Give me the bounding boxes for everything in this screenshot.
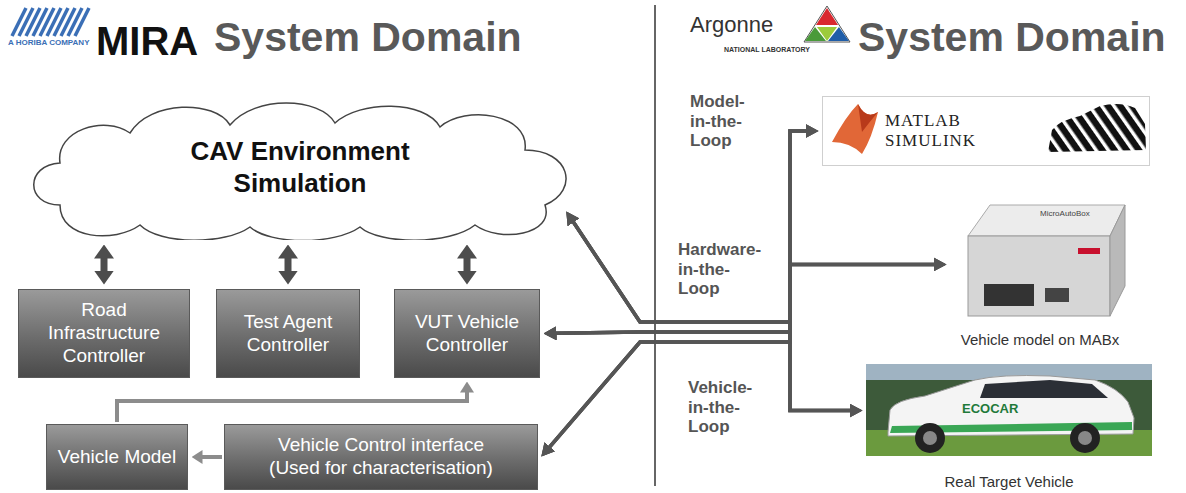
controller-box: Road Infrastructure Controller bbox=[18, 289, 190, 378]
node-text: Vehicle Control interface (Used for char… bbox=[256, 434, 506, 480]
car-windows bbox=[980, 380, 1108, 398]
simulink-box: MATLAB SIMULINK bbox=[822, 96, 1150, 166]
connector bbox=[556, 264, 934, 333]
car-hub bbox=[923, 431, 937, 445]
matlab-membrane bbox=[832, 104, 878, 154]
connector bbox=[550, 264, 935, 447]
connector bbox=[550, 131, 807, 447]
connector bbox=[550, 342, 851, 447]
domain-divider bbox=[654, 5, 656, 486]
node-text: Vehicle Model bbox=[58, 446, 176, 469]
node-text: Road Infrastructure Controller bbox=[25, 299, 183, 367]
connector bbox=[117, 392, 467, 422]
logo-text: A HORIBA COMPANY bbox=[8, 38, 89, 47]
logo-text: NATIONAL LABORATORY bbox=[724, 46, 810, 54]
mabx-side bbox=[1110, 205, 1125, 316]
node-text: VUT Vehicle Controller bbox=[401, 311, 533, 357]
connector bbox=[556, 131, 806, 333]
connector bbox=[202, 455, 222, 459]
photo-trees bbox=[866, 364, 1152, 456]
device-text: MicroAutoBox bbox=[1040, 209, 1090, 218]
connector bbox=[573, 222, 934, 322]
hardware-image: Vehicle model on MABx bbox=[950, 196, 1130, 348]
vehicle-photo: Real Target Vehicle bbox=[866, 364, 1152, 490]
model-box: Vehicle Model bbox=[46, 424, 188, 490]
loop-label: Vehicle-in-the-Loop bbox=[688, 378, 758, 437]
loop-label: Model-in-the-Loop bbox=[690, 92, 760, 151]
cloud-outline bbox=[34, 103, 566, 240]
car-hub bbox=[1078, 431, 1092, 445]
connector bbox=[285, 258, 292, 271]
mabx-connector bbox=[984, 284, 1034, 306]
matlab-membrane-shade bbox=[858, 104, 878, 132]
domain-heading: System Domain bbox=[858, 14, 1166, 61]
mabx-top bbox=[968, 205, 1125, 236]
vehicle-livery: ECOCAR bbox=[962, 402, 1018, 417]
car-wheel bbox=[1070, 423, 1100, 453]
controller-box: Test Agent Controller bbox=[216, 289, 360, 378]
mabx-connector bbox=[1045, 288, 1069, 302]
domain-heading: System Domain bbox=[214, 14, 522, 61]
hatched-car bbox=[1048, 104, 1146, 152]
node-text: Real Target Vehicle bbox=[945, 473, 1074, 490]
logo-text: MIRA bbox=[96, 18, 198, 64]
node-text: MATLAB SIMULINK bbox=[885, 111, 985, 150]
logo-text: Argonne bbox=[690, 12, 773, 37]
node-text: Test Agent Controller bbox=[223, 311, 353, 357]
connector bbox=[101, 258, 108, 271]
connector bbox=[573, 131, 806, 322]
node-text: CAV Environment Simulation bbox=[150, 136, 450, 198]
mabx-brand-mark bbox=[1078, 248, 1100, 254]
argonne-logo-frame bbox=[804, 6, 850, 42]
horiba-logo bbox=[12, 8, 89, 36]
argonne-logo-red bbox=[816, 8, 838, 25]
argonne-logo-center bbox=[817, 27, 837, 41]
cloud-node: CAV Environment Simulation bbox=[20, 95, 580, 240]
node-text: Vehicle model on MABx bbox=[961, 331, 1119, 348]
car-wheel bbox=[915, 423, 945, 453]
interface-box: Vehicle Control interface (Used for char… bbox=[224, 424, 538, 490]
mabx-front bbox=[968, 236, 1110, 316]
connector bbox=[464, 258, 471, 271]
loop-label: Hardware-in-the-Loop bbox=[678, 240, 770, 299]
controller-box: VUT Vehicle Controller bbox=[394, 289, 540, 378]
